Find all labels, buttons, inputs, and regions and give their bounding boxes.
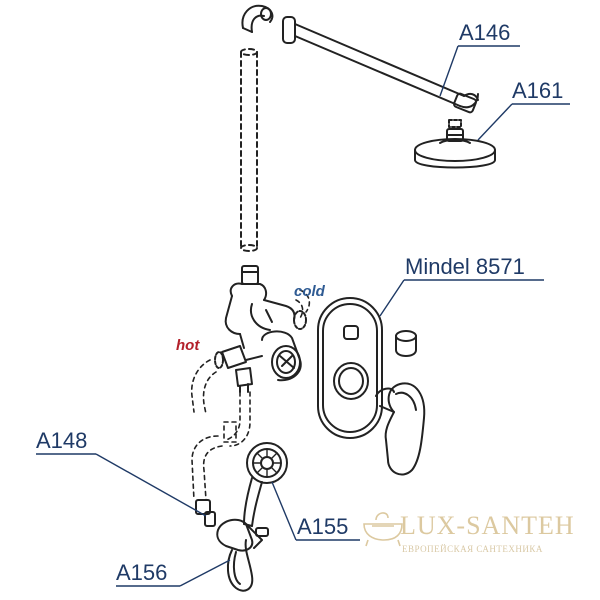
- callout-a148: A148: [36, 428, 88, 453]
- watermark-tagline: ЕВРОПЕЙСКАЯ САНТЕХНИКА: [402, 544, 543, 554]
- riser-pipe: [240, 48, 258, 252]
- mixer-body: [214, 265, 307, 393]
- elbow-connector: [241, 4, 274, 33]
- callout-a155: A155: [297, 514, 349, 539]
- leader-mindel: [379, 279, 405, 317]
- shower-arm: [282, 16, 479, 114]
- watermark-brand: LUX-SANTEH: [400, 511, 575, 540]
- callout-a161: A161: [512, 78, 564, 103]
- leader-a146: [439, 45, 459, 97]
- diverter-knob: [395, 330, 417, 357]
- callout-mindel-8571: Mindel 8571: [405, 254, 525, 279]
- callout-a146: A146: [459, 20, 511, 45]
- wall-bracket-hose: [216, 518, 269, 592]
- supply-pipes: [190, 289, 311, 501]
- cold-label: cold: [294, 283, 325, 300]
- callout-a156: A156: [116, 560, 168, 585]
- leader-a156: [179, 559, 231, 587]
- hand-shower: [243, 442, 288, 527]
- leader-a161: [477, 103, 513, 141]
- mixer-handle: [375, 382, 426, 476]
- hot-label: hot: [176, 337, 200, 354]
- leader-a148: [95, 453, 207, 517]
- trim-plate: [317, 297, 383, 439]
- leader-a155: [271, 481, 297, 541]
- shower-head: [414, 119, 496, 169]
